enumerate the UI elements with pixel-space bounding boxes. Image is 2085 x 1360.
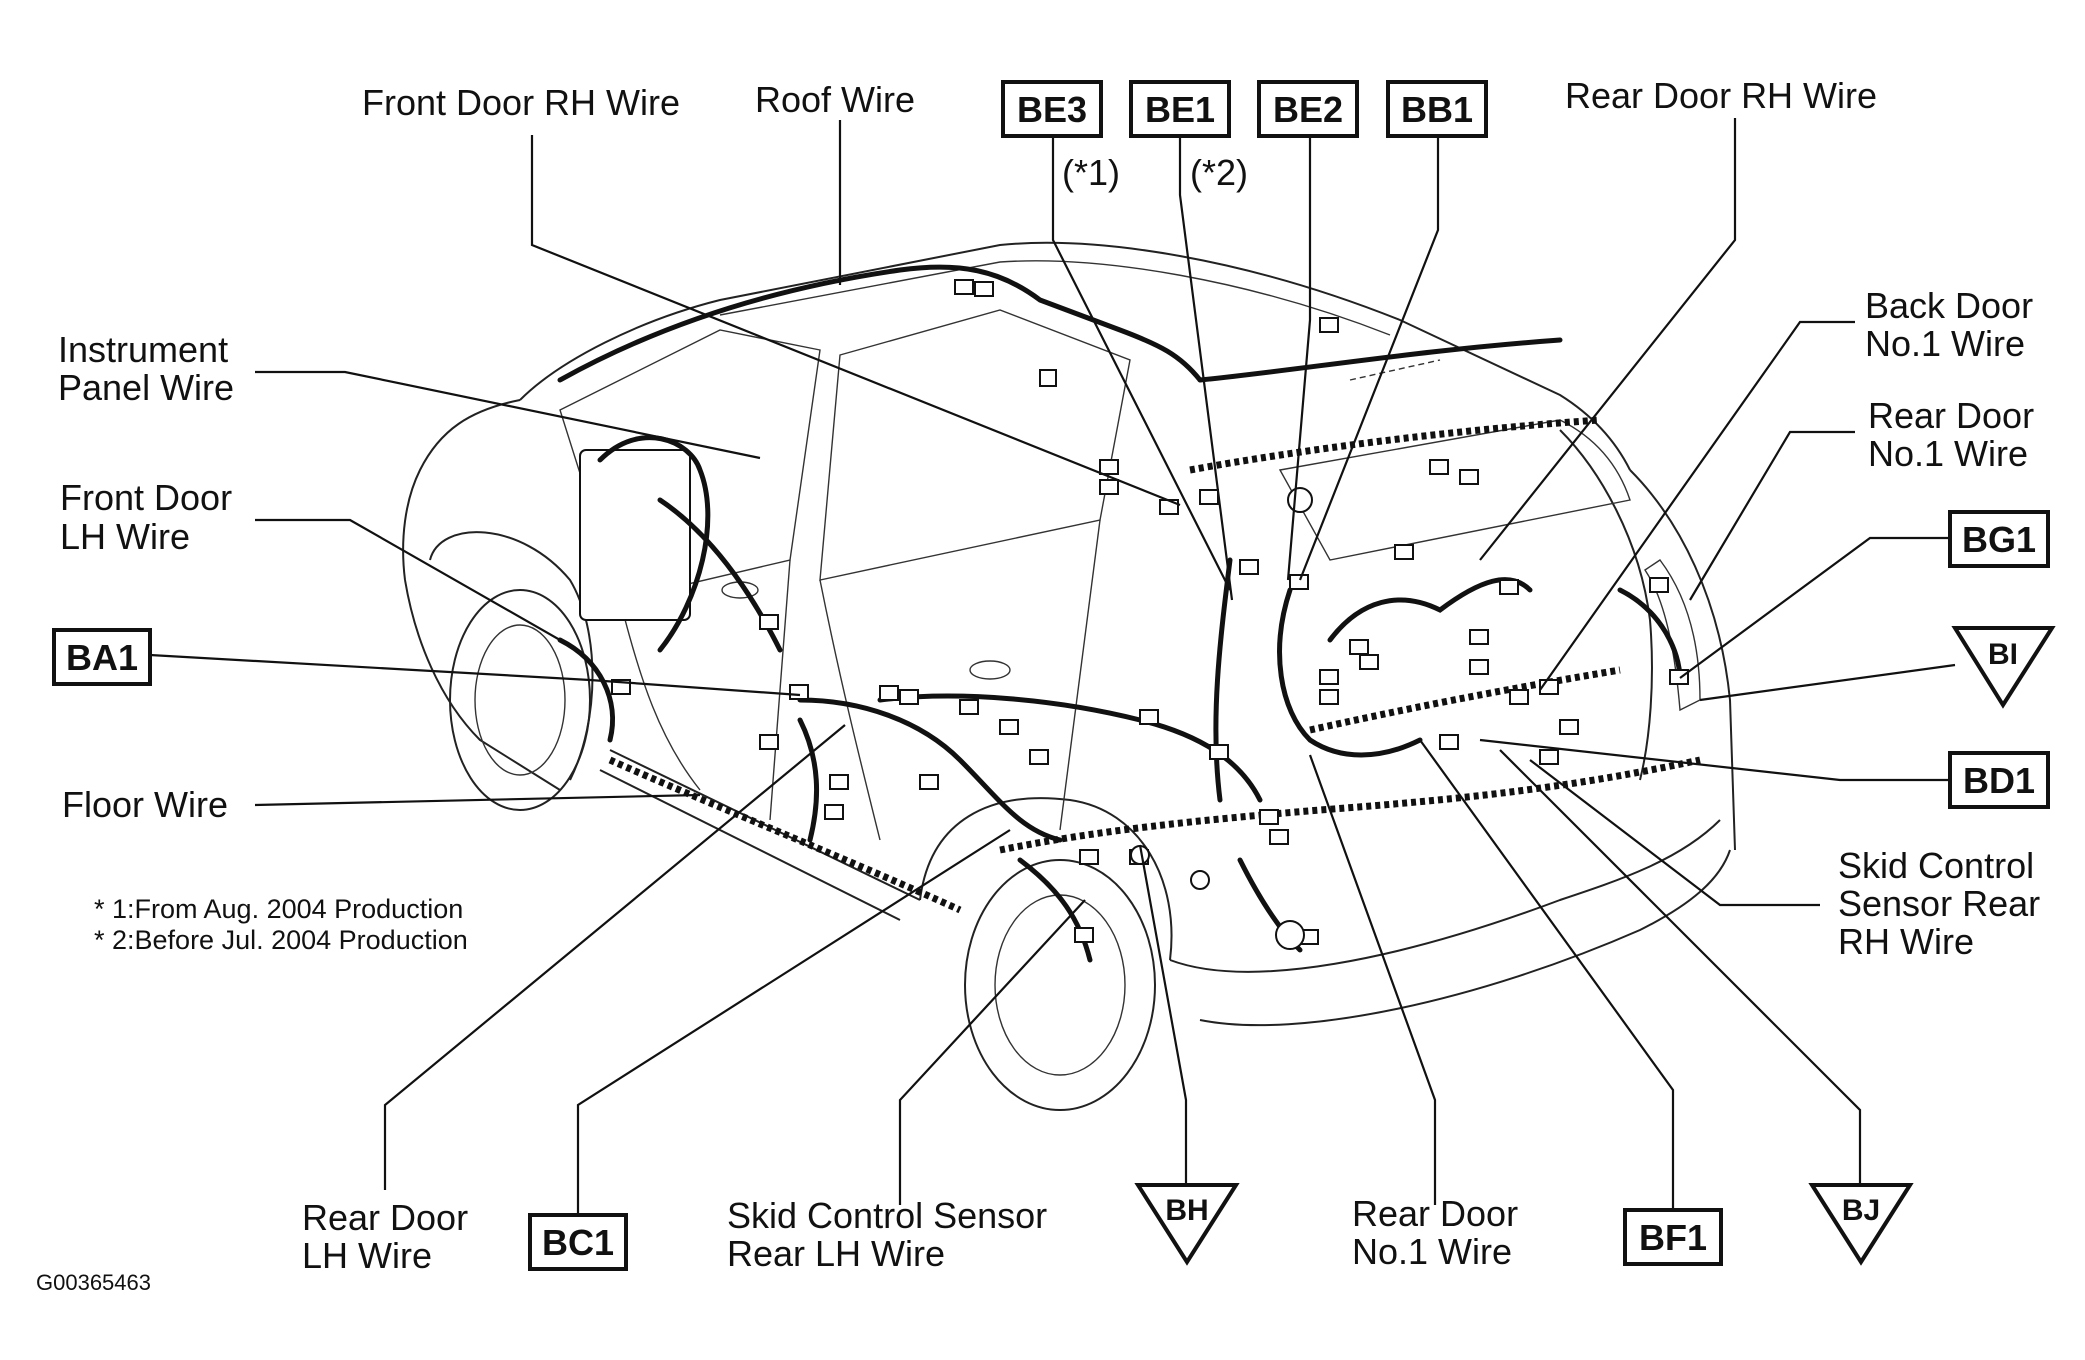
label-rear-door-no1-wire-right-line2: No.1 Wire [1868, 433, 2028, 474]
label-front-door-rh-wire: Front Door RH Wire [362, 82, 680, 123]
connector-box-bc1: BC1 [528, 1213, 628, 1271]
connector-box-be2: BE2 [1257, 80, 1359, 138]
connector-triangle-bi: BI [1951, 626, 2056, 709]
connector-box-be1: BE1 [1129, 80, 1231, 138]
footnote-2: * 2:Before Jul. 2004 Production [94, 925, 468, 955]
connector-box-ba1: BA1 [52, 628, 152, 686]
connector-box-bf1: BF1 [1623, 1208, 1723, 1266]
svg-text:BD1: BD1 [1963, 760, 2035, 801]
leader-lines [149, 118, 1956, 1215]
connector-box-bd1: BD1 [1948, 751, 2050, 809]
svg-text:BB1: BB1 [1401, 89, 1473, 130]
connector-box-be3: BE3 [1001, 80, 1103, 138]
label-rear-door-no1-wire-right-line1: Rear Door [1868, 395, 2034, 436]
svg-text:BC1: BC1 [542, 1222, 614, 1263]
label-rear-door-lh-wire-line2: LH Wire [302, 1235, 432, 1276]
label-rear-door-no1-wire-bottom-line2: No.1 Wire [1352, 1231, 1512, 1272]
label-rear-door-rh-wire: Rear Door RH Wire [1565, 75, 1877, 116]
svg-text:BE2: BE2 [1273, 89, 1343, 130]
connector-code-boxes: BE3 BE1 BE2 BB1 BA1 BG1 BD1 BC1 [52, 80, 2050, 1271]
label-front-door-lh-wire-line2: LH Wire [60, 516, 190, 557]
label-skid-rear-rh-line2: Sensor Rear [1838, 883, 2040, 924]
svg-text:BI: BI [1988, 638, 2018, 671]
label-back-door-no1-wire-line2: No.1 Wire [1865, 323, 2025, 364]
connector-box-bg1: BG1 [1948, 510, 2050, 568]
connector-triangle-bh: BH [1134, 1183, 1240, 1266]
vehicle-outline [402, 241, 1736, 1111]
svg-text:BA1: BA1 [66, 637, 138, 678]
diagram-identifier: G00365463 [36, 1270, 151, 1295]
label-roof-wire: Roof Wire [755, 79, 915, 120]
label-skid-rear-lh-line1: Skid Control Sensor [727, 1195, 1047, 1236]
svg-text:BJ: BJ [1842, 1194, 1880, 1227]
label-front-door-lh-wire-line1: Front Door [60, 477, 232, 518]
svg-text:BE1: BE1 [1145, 89, 1215, 130]
footnote-1: * 1:From Aug. 2004 Production [94, 894, 463, 924]
label-rear-door-no1-wire-bottom-line1: Rear Door [1352, 1193, 1518, 1234]
label-skid-rear-rh-line1: Skid Control [1838, 845, 2034, 886]
footnotes: * 1:From Aug. 2004 Production * 2:Before… [94, 894, 468, 955]
svg-text:BF1: BF1 [1639, 1217, 1707, 1258]
connector-triangle-bj: BJ [1808, 1183, 1914, 1266]
harness-connectors [611, 279, 1689, 950]
svg-text:BE3: BE3 [1017, 89, 1087, 130]
label-rear-door-lh-wire-line1: Rear Door [302, 1197, 468, 1238]
label-floor-wire: Floor Wire [62, 784, 228, 825]
connector-box-bb1: BB1 [1386, 80, 1488, 138]
wire-labels: Front Door RH Wire Roof Wire Rear Door R… [58, 75, 2040, 1276]
svg-text:BG1: BG1 [1962, 519, 2036, 560]
qualifier-be1: (*2) [1190, 152, 1248, 193]
label-instrument-panel-wire-line1: Instrument [58, 329, 228, 370]
connector-triangles: BI BH BJ [1134, 626, 2056, 1266]
svg-text:BH: BH [1165, 1194, 1208, 1227]
label-back-door-no1-wire-line1: Back Door [1865, 285, 2033, 326]
qualifier-be3: (*1) [1062, 152, 1120, 193]
label-skid-rear-lh-line2: Rear LH Wire [727, 1233, 945, 1274]
label-instrument-panel-wire-line2: Panel Wire [58, 367, 234, 408]
label-skid-rear-rh-line3: RH Wire [1838, 921, 1974, 962]
